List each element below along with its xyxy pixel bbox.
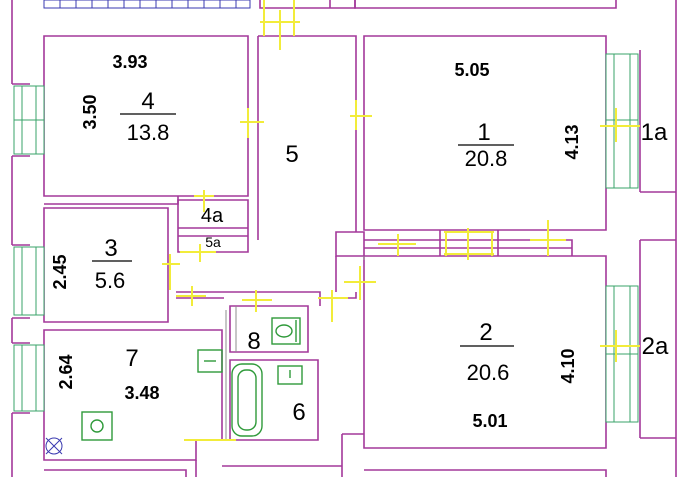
room-4a-number: 4a [201,205,224,227]
room-5-number: 5 [285,141,298,168]
window-room-4 [13,85,45,155]
dimension-4-10: 4.10 [558,348,578,383]
plumbing-fixtures [81,317,303,441]
dimension-2-64: 2.64 [56,354,76,389]
exterior-walls [11,0,677,477]
dimension-labels: 3.93 3.50 5.05 4.13 2.45 2.64 3.48 4.10 … [50,52,582,431]
window-room-7 [13,344,45,412]
room-labels: 1 20.8 1a 2 20.6 2a 3 5.6 4 13.8 4a 5 5a… [92,88,669,426]
sink-fixture [277,365,303,385]
room-3-number: 3 [104,235,117,262]
room-6-number: 6 [292,399,305,426]
room-4-area: 13.8 [127,120,170,145]
room-1-area: 20.8 [465,146,508,171]
window-room-2 [605,285,639,423]
room-1a-number: 1a [641,119,668,146]
dimension-3-50: 3.50 [80,94,100,129]
window-room-1 [605,53,639,189]
dimension-3-93: 3.93 [112,52,147,72]
room-2-number: 2 [479,319,492,346]
room-3-area: 5.6 [95,268,126,293]
room-8-number: 8 [247,328,260,355]
room-2a-number: 2a [642,333,669,360]
dimension-3-48: 3.48 [124,383,159,403]
dimension-5-01: 5.01 [472,411,507,431]
bathtub-fixture [231,363,263,437]
stove-fixture [81,411,113,441]
gas-valve-icon [45,437,63,455]
door-openings [162,0,640,441]
dimension-4-13: 4.13 [562,124,582,159]
windows [13,53,639,423]
room-5a-number: 5a [205,234,221,250]
room-7-number: 7 [125,345,138,372]
room-1-number: 1 [477,119,490,146]
toilet-fixture [271,317,301,345]
kitchen-sink-fixture [197,349,223,373]
interior-walls [43,35,607,477]
window-room-3 [13,246,45,316]
dimension-2-45: 2.45 [50,254,70,289]
dimension-5-05: 5.05 [454,60,489,80]
room-4-number: 4 [141,88,154,115]
upper-unit-edge [43,0,251,9]
room-2-area: 20.6 [467,360,510,385]
